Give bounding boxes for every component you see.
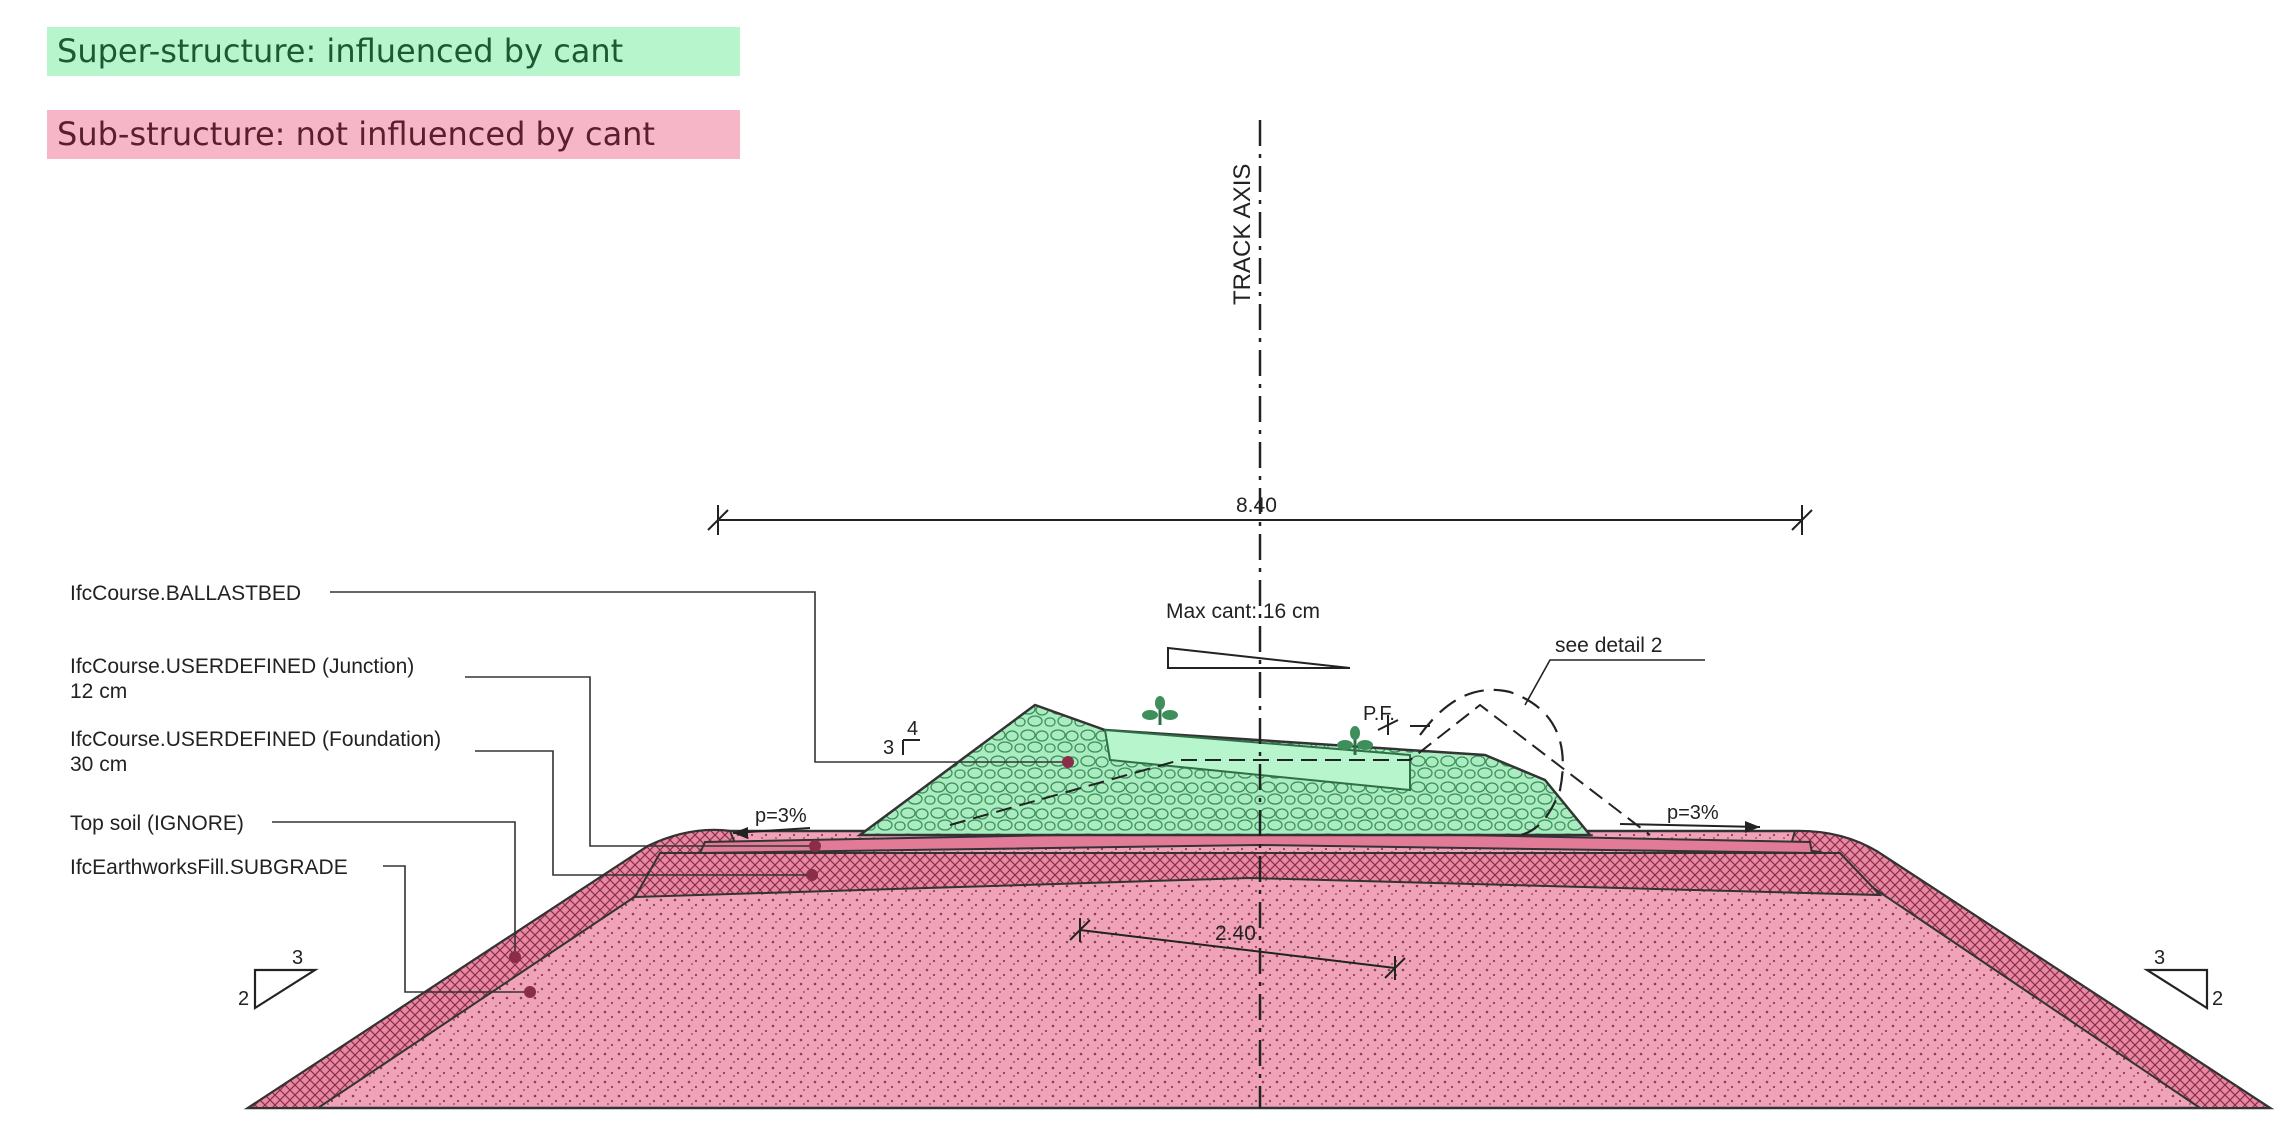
sleeper-dimension-ticks	[1069, 918, 1406, 980]
pf-label: P.F.	[1363, 703, 1395, 725]
leader-junction	[465, 676, 815, 847]
embankment-right-run: 3	[2154, 947, 2165, 969]
ballast-slope-marker	[902, 739, 920, 755]
max-cant-label: Max cant: 16 cm	[1166, 600, 1320, 623]
callout-foundation: IfcCourse.USERDEFINED (Foundation)	[70, 728, 441, 751]
leader-ballast-bed	[330, 591, 1068, 763]
embankment-left-rise: 2	[238, 988, 249, 1010]
callout-foundation-thickness: 30 cm	[70, 753, 127, 776]
leader-dot	[1062, 756, 1074, 768]
slope-right-arrowhead	[1745, 821, 1760, 833]
sleeper-dimension-line	[1079, 929, 1396, 969]
width-dimension-label: 8.40	[1236, 494, 1277, 517]
dashed-cant-line	[949, 703, 1651, 836]
slope-right-arrow	[1619, 823, 1761, 828]
embankment-slope-left	[253, 968, 319, 1010]
detail-2-leader	[1524, 659, 1705, 706]
callout-junction-thickness: 12 cm	[70, 680, 127, 703]
callout-junction: IfcCourse.USERDEFINED (Junction)	[70, 655, 414, 678]
leader-dot	[809, 840, 821, 852]
leader-dot	[524, 986, 536, 998]
plant-icon	[1337, 726, 1373, 755]
detail-2-outline	[1419, 688, 1564, 837]
legend-super-structure: Super-structure: influenced by cant	[47, 27, 740, 76]
embankment-left-run: 3	[292, 947, 303, 969]
width-dimension-tick-right	[1791, 505, 1813, 535]
width-dimension-tick-left	[707, 505, 729, 535]
leader-dot	[509, 951, 521, 963]
sleeper-dimension-label: 2.40	[1215, 922, 1256, 945]
legend-sub-structure: Sub-structure: not influenced by cant	[47, 110, 740, 159]
plant-icon	[1142, 696, 1178, 725]
callout-top-soil: Top soil (IGNORE)	[70, 812, 244, 835]
ballast-slope-rise: 4	[907, 718, 918, 740]
leader-dot	[806, 869, 818, 881]
cant-wedge	[1167, 646, 1351, 669]
leader-subgrade	[383, 865, 530, 993]
embankment-right-rise: 2	[2212, 988, 2223, 1010]
track-axis-label: TRACK AXIS	[1229, 164, 1256, 305]
slope-left-label: p=3%	[755, 805, 807, 827]
foundation-layer	[633, 852, 1883, 899]
slope-left-arrowhead	[733, 827, 748, 839]
callout-ballast-bed: IfcCourse.BALLASTBED	[70, 582, 301, 605]
leader-top-soil	[272, 821, 516, 957]
callout-subgrade: IfcEarthworksFill.SUBGRADE	[70, 856, 348, 879]
leader-foundation	[475, 750, 812, 876]
slope-right-label: p=3%	[1667, 802, 1719, 824]
embankment-slope-right	[2143, 968, 2209, 1010]
ballast-slope-run: 3	[883, 737, 894, 759]
see-detail-label: see detail 2	[1555, 634, 1662, 657]
